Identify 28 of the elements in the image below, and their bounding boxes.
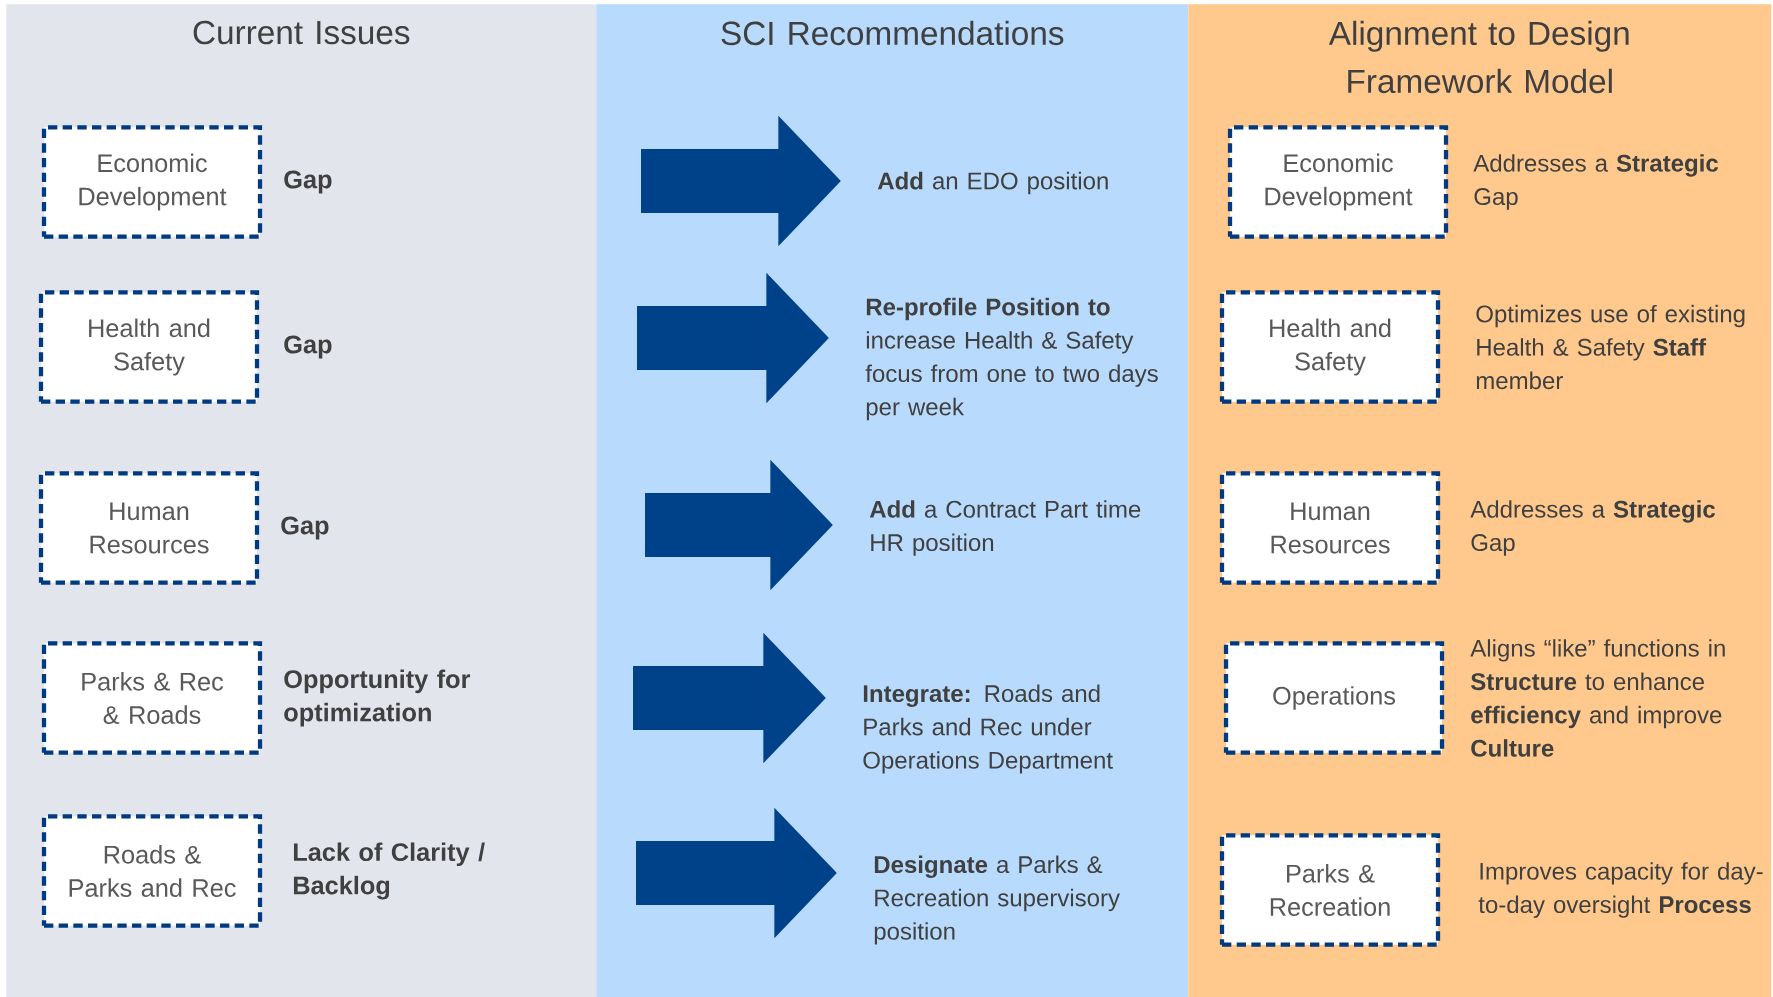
dashed-box: Operations xyxy=(1223,641,1445,755)
description-text: Optimizes use of existing Health & Safety Staff member xyxy=(1476,304,1745,390)
recommendation-text: Re-profile Position to increase Health & Safety focus from one to two days per week xyxy=(865,297,1158,421)
dashed-box: Human Resources xyxy=(1219,471,1441,585)
recommendation-text: Add an EDO position xyxy=(877,171,1108,195)
description-text: Addresses a Strategic Gap xyxy=(1473,154,1718,210)
dashed-box: Roads & Parks and Rec xyxy=(41,814,263,928)
recommendation-text: Add a Contract Part time HR position xyxy=(869,500,1141,556)
description-text: Gap xyxy=(284,335,332,359)
dashed-box: Economic Development xyxy=(41,125,263,239)
description-text: Aligns “like” functions in Structure to enhance efficiency and improve Culture xyxy=(1470,639,1725,757)
dashed-box: Health and Safety xyxy=(38,290,260,404)
column-heading: Alignment to Design Framework Model xyxy=(1328,20,1629,94)
description-text: Opportunity for optimization xyxy=(284,669,471,727)
description-text: Addresses a Strategic Gap xyxy=(1470,500,1715,556)
description-text: Lack of Clarity / Backlog xyxy=(293,842,485,900)
description-text: Gap xyxy=(284,170,332,194)
dashed-box: Parks & Recreation xyxy=(1219,833,1441,947)
recommendation-text: Designate a Parks & Recreation supervisory position xyxy=(874,855,1120,945)
description-text: Gap xyxy=(281,516,329,540)
column-heading: SCI Recommendations xyxy=(721,20,1064,46)
dashed-box: Economic Development xyxy=(1227,125,1449,239)
column-heading: Current Issues xyxy=(193,20,410,45)
description-text: Improves capacity for day-to-day oversight Process xyxy=(1478,862,1763,918)
dashed-box: Health and Safety xyxy=(1219,290,1441,404)
recommendation-text: Integrate: Roads and Parks and Rec under Operations Department xyxy=(863,684,1113,774)
dashed-box: Parks & Rec & Roads xyxy=(41,641,263,755)
dashed-box: Human Resources xyxy=(38,471,260,585)
